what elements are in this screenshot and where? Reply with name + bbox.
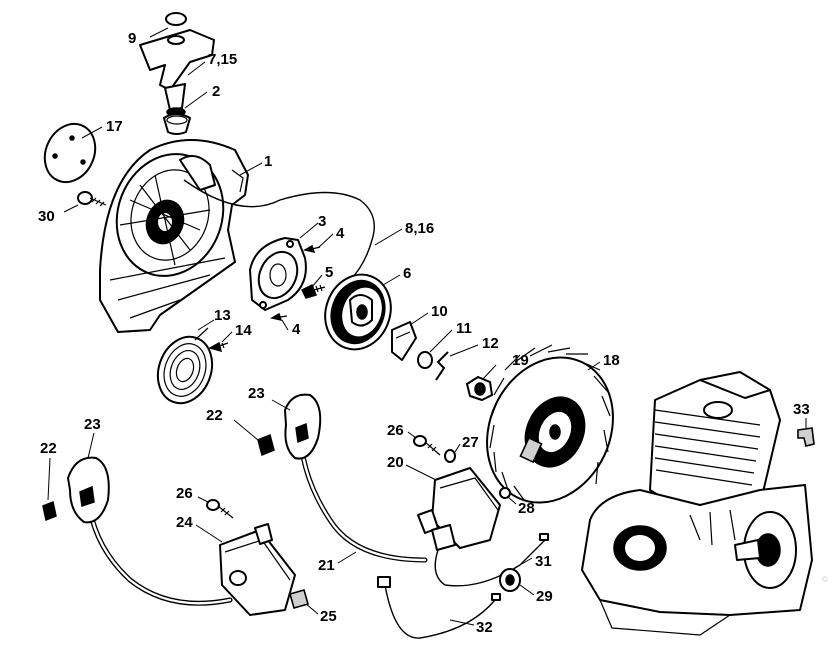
callout-23-right: 23 (248, 385, 265, 402)
rope-guide-bush (163, 113, 191, 135)
callout-26-left: 26 (176, 485, 193, 502)
flywheel (486, 344, 614, 504)
wire-connector-31 (539, 533, 549, 541)
callout-4-upper: 4 (336, 225, 345, 242)
guide-plate (249, 237, 307, 311)
callout-22-left: 22 (40, 440, 57, 457)
rope-rotor (324, 273, 392, 351)
spring-22-right (257, 433, 275, 457)
grommet-29 (499, 568, 521, 592)
callout-12: 12 (482, 335, 499, 352)
screw-4-lower (269, 312, 288, 322)
spring-22-left (42, 500, 57, 522)
callout-9: 9 (128, 30, 136, 47)
callout-23-left: 23 (84, 416, 101, 433)
starter-grip (139, 12, 215, 117)
callout-28: 28 (518, 500, 535, 517)
screw-30 (77, 191, 107, 207)
pad-25 (289, 589, 309, 609)
callout-labels: 9 7,15 2 17 1 30 3 4 8,16 5 6 13 14 4 10… (38, 30, 810, 636)
callout-17: 17 (106, 118, 123, 135)
ignition-lead-21 (297, 422, 428, 563)
callout-26-right: 26 (387, 422, 404, 439)
callout-30: 30 (38, 208, 55, 225)
screw-4-upper (302, 244, 321, 254)
wire-connector-32 (377, 576, 391, 588)
fan-housing (99, 139, 249, 333)
callout-3: 3 (318, 213, 326, 230)
callout-21: 21 (318, 557, 335, 574)
callout-5: 5 (325, 264, 333, 281)
callout-13: 13 (214, 307, 231, 324)
clip-33 (797, 427, 815, 447)
callout-33: 33 (793, 401, 810, 418)
callout-29: 29 (536, 588, 553, 605)
callout-14: 14 (235, 322, 252, 339)
ignition-lead-left (85, 492, 233, 606)
engine-block (581, 371, 813, 636)
callout-24: 24 (176, 514, 193, 531)
screw-5 (300, 283, 326, 299)
ignition-module-right (417, 467, 501, 551)
washer-27 (444, 449, 456, 463)
copyright-watermark: © (822, 575, 828, 584)
spark-plug-boot-right (284, 393, 322, 460)
spring-clip (435, 351, 449, 381)
callout-31: 31 (535, 553, 552, 570)
washer-11 (417, 351, 433, 369)
callout-6: 6 (403, 265, 411, 282)
screw-26-right (413, 435, 441, 456)
callout-22-right: 22 (206, 407, 223, 424)
callout-19: 19 (512, 352, 529, 369)
washer-28 (499, 487, 511, 499)
rewind-spring (156, 327, 214, 405)
callout-1: 1 (264, 153, 272, 170)
callout-20: 20 (387, 454, 404, 471)
callout-7-15: 7,15 (208, 51, 237, 68)
spark-plug-boot-left (67, 456, 110, 524)
callout-27: 27 (462, 434, 479, 451)
leader-lines (47, 27, 807, 626)
nut-19 (466, 376, 493, 401)
screw-14 (208, 341, 229, 353)
starter-rope (183, 179, 375, 281)
callout-4-lower: 4 (292, 321, 301, 338)
callout-2: 2 (212, 83, 220, 100)
callout-11: 11 (456, 320, 472, 337)
pawl (391, 321, 417, 361)
callout-18: 18 (603, 352, 620, 369)
screw-26-left (206, 499, 234, 519)
callout-25: 25 (320, 608, 337, 625)
short-circuit-wire-32 (384, 584, 496, 639)
callout-10: 10 (431, 303, 448, 320)
cover-disc (43, 122, 97, 184)
callout-8-16: 8,16 (405, 220, 434, 237)
callout-32: 32 (476, 619, 493, 636)
ignition-module-left (219, 523, 296, 616)
wire-connector-32b (491, 593, 501, 601)
